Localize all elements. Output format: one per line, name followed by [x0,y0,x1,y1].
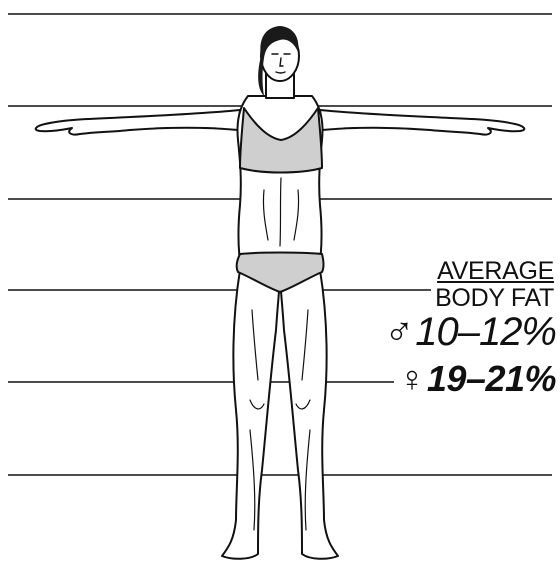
heading-line-1: AVERAGE [435,258,554,285]
left-arm [36,110,240,135]
female-symbol-icon: ♀ [398,358,425,399]
male-stat: ♂10–12% [380,310,556,354]
male-value: 10–12% [415,310,556,354]
right-leg [280,270,338,559]
male-symbol-icon: ♂ [384,310,413,354]
average-body-fat-heading: AVERAGE BODY FAT [431,258,554,312]
heading-line-2: BODY FAT [435,285,554,312]
ab-line [280,178,281,246]
right-arm [320,110,524,135]
female-value: 19–21% [427,358,556,399]
female-stat: ♀19–21% [394,359,556,399]
left-leg [222,270,280,559]
